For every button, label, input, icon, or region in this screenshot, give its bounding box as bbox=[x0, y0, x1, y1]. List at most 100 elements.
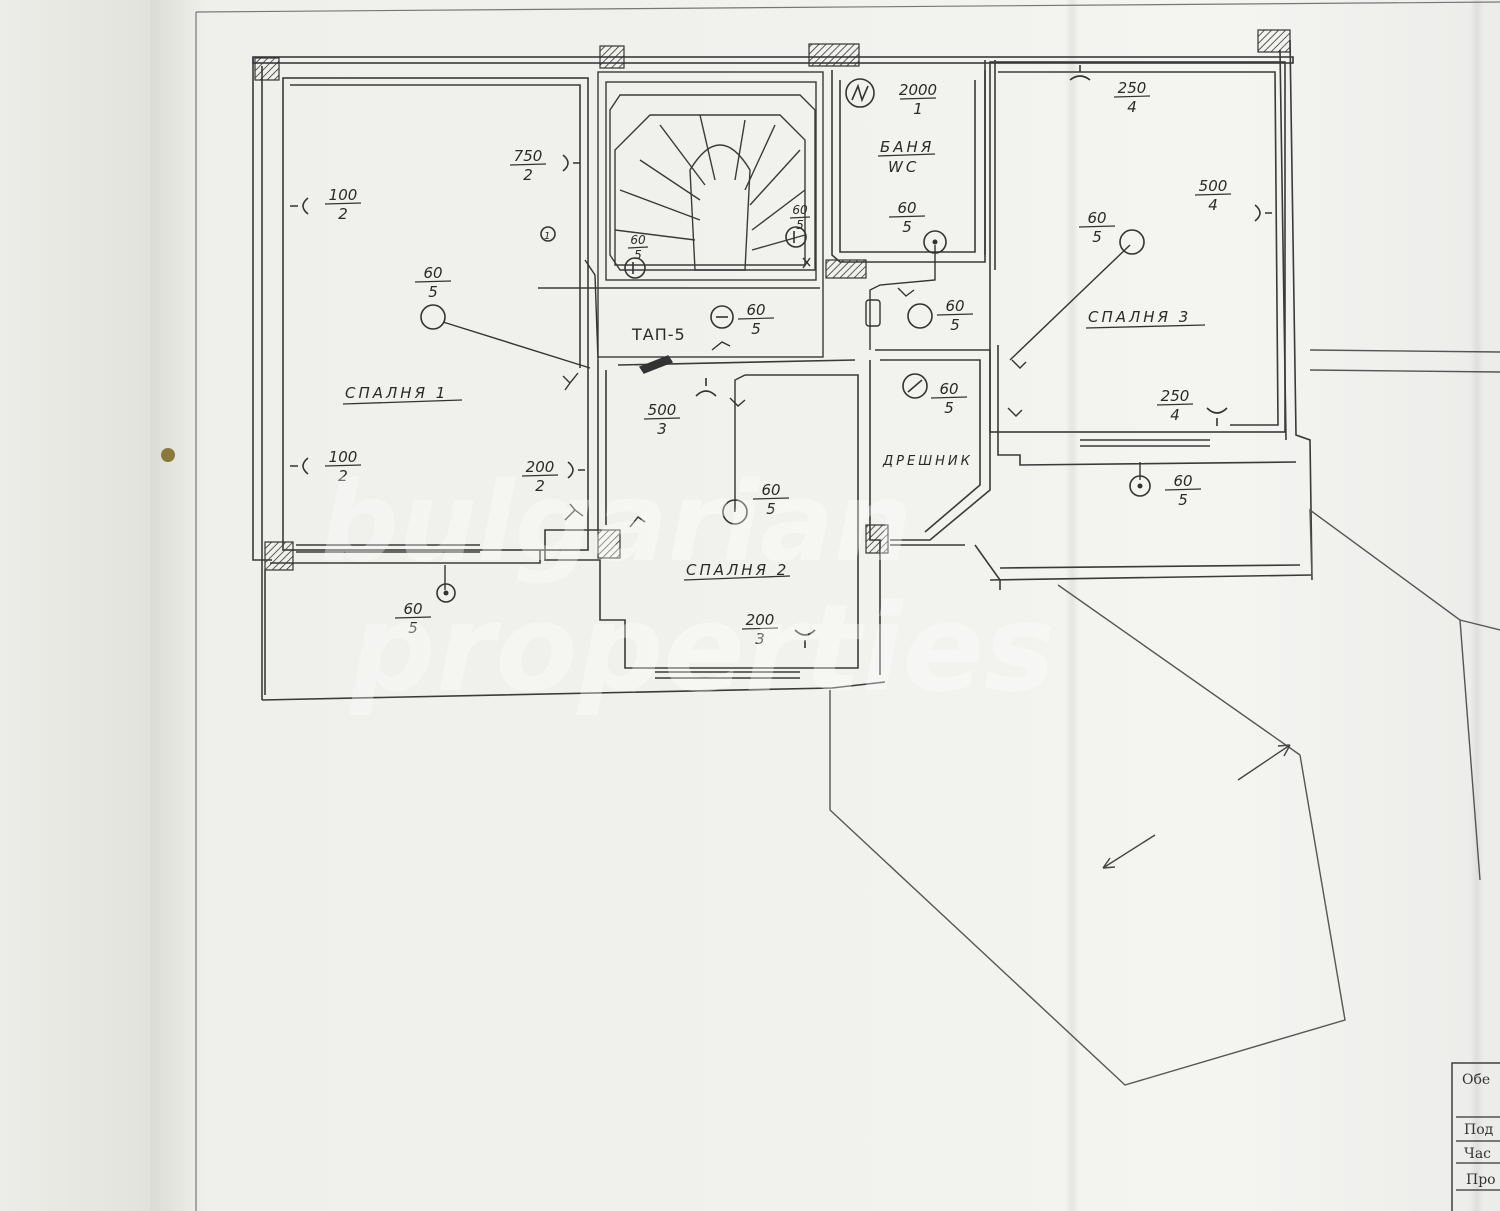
annotation-divider bbox=[936, 313, 974, 316]
annotation-power-value: 60 bbox=[792, 203, 808, 217]
annotation-power-value: 60 bbox=[945, 297, 964, 315]
lamp-icon bbox=[710, 305, 734, 329]
annotation-divider bbox=[789, 216, 811, 219]
socket-icon bbox=[695, 378, 717, 397]
switch-icon bbox=[629, 516, 646, 528]
lamp-icon bbox=[907, 303, 933, 329]
switch-icon bbox=[1011, 359, 1027, 369]
switch-icon bbox=[897, 287, 915, 297]
power-annotation: 605 bbox=[394, 600, 432, 637]
annotation-divider bbox=[1194, 193, 1232, 196]
socket-icon bbox=[1069, 65, 1091, 81]
annotation-power-value: 100 bbox=[329, 186, 358, 204]
switch-icon bbox=[562, 372, 579, 391]
annotation-divider bbox=[521, 474, 559, 477]
annotation-circuit-number: 4 bbox=[1208, 196, 1218, 214]
title-block-row1: Обе bbox=[1462, 1072, 1490, 1088]
light-switches bbox=[562, 257, 1027, 528]
bath-fan-icon bbox=[865, 299, 881, 327]
annotation-divider bbox=[752, 497, 790, 500]
terrace-outline bbox=[829, 349, 1500, 1086]
annotation-circuit-number: 4 bbox=[1127, 98, 1137, 116]
distribution-panel-icon bbox=[638, 355, 674, 374]
wiring bbox=[442, 244, 1141, 590]
annotation-power-value: 60 bbox=[1087, 209, 1106, 227]
bedroom1-walls bbox=[270, 77, 589, 564]
annotation-circuit-number: 5 bbox=[796, 218, 804, 232]
switch-icon bbox=[711, 341, 731, 351]
floor-plan-sheet bbox=[150, 0, 1500, 1211]
watermark-line2: properties bbox=[348, 580, 1055, 719]
lamp-icon bbox=[902, 373, 928, 399]
power-annotation: 605 bbox=[1078, 209, 1116, 246]
annotation-power-value: 60 bbox=[939, 380, 958, 398]
annotation-divider bbox=[930, 396, 968, 399]
annotation-divider bbox=[741, 627, 779, 630]
annotation-divider bbox=[737, 317, 775, 320]
annotation-circuit-number: 5 bbox=[944, 399, 954, 417]
annotation-power-value: 60 bbox=[423, 264, 442, 282]
annotation-circuit-number: 5 bbox=[751, 320, 761, 338]
annotation-circuit-number: 4 bbox=[1170, 406, 1180, 424]
socket-icon bbox=[290, 457, 309, 475]
annotation-circuit-number: 2 bbox=[338, 205, 348, 223]
annotation-power-value: 500 bbox=[648, 401, 677, 419]
annotation-power-value: 60 bbox=[761, 481, 780, 499]
socket-icon bbox=[562, 154, 580, 172]
closet-walls bbox=[875, 349, 1001, 590]
watermark: bulgarian properties bbox=[320, 458, 1055, 719]
annotation-circuit-number: 3 bbox=[755, 630, 765, 648]
lamp-icon bbox=[436, 583, 456, 603]
annotation-divider bbox=[394, 616, 432, 619]
lamp-icon bbox=[722, 499, 748, 525]
water-heater-icon bbox=[845, 78, 875, 108]
annotation-circuit-number: 2 bbox=[523, 166, 533, 184]
power-annotation: 605 bbox=[888, 199, 926, 236]
lamp-icon bbox=[1119, 229, 1145, 255]
annotation-divider bbox=[627, 246, 649, 249]
power-annotation: 605 bbox=[737, 301, 775, 338]
annotation-circuit-number: 5 bbox=[428, 283, 438, 301]
annotation-power-value: 200 bbox=[746, 611, 775, 629]
annotation-divider bbox=[888, 215, 926, 218]
annotation-power-value: 60 bbox=[403, 600, 422, 618]
annotation-circuit-number: 2 bbox=[535, 477, 545, 495]
title-block-row3: Час bbox=[1464, 1146, 1491, 1162]
lamp-center-dots bbox=[443, 239, 1143, 596]
annotation-divider bbox=[643, 417, 681, 420]
room-labels: СПАЛНЯ 1 СПАЛНЯ 2 СПАЛНЯ 3 БАНЯ WC ДРЕШН… bbox=[342, 138, 1206, 581]
socket-icon bbox=[290, 197, 309, 215]
title-block: Обе Под Час Про bbox=[1451, 1062, 1500, 1211]
lamp-icon bbox=[923, 230, 947, 254]
annotation-power-value: 2000 bbox=[899, 81, 937, 99]
annotation-divider bbox=[414, 280, 452, 283]
annotation-power-value: 60 bbox=[630, 233, 646, 247]
wall-lamp-icon bbox=[624, 257, 646, 279]
annotation-divider bbox=[899, 97, 937, 100]
paper-fold bbox=[1470, 0, 1484, 1211]
annotation-power-value: 500 bbox=[1199, 177, 1228, 195]
room-label-bedroom1: СПАЛНЯ 1 bbox=[345, 384, 448, 402]
annotation-circuit-number: 5 bbox=[408, 619, 418, 637]
annotation-divider bbox=[324, 464, 362, 467]
title-block-row2: Под bbox=[1464, 1122, 1494, 1138]
power-annotation: 605 bbox=[936, 297, 974, 334]
annotation-circuit-number: 5 bbox=[950, 316, 960, 334]
annotation-circuit-number: 5 bbox=[766, 500, 776, 518]
annotation-power-value: 250 bbox=[1118, 79, 1147, 97]
annotation-power-value: 750 bbox=[514, 147, 543, 165]
structural-columns bbox=[254, 29, 1291, 571]
wall-lamp-icon bbox=[785, 226, 807, 248]
switch-icon bbox=[1007, 407, 1023, 417]
lamp-marks bbox=[632, 83, 923, 393]
switch-icon bbox=[802, 257, 811, 269]
